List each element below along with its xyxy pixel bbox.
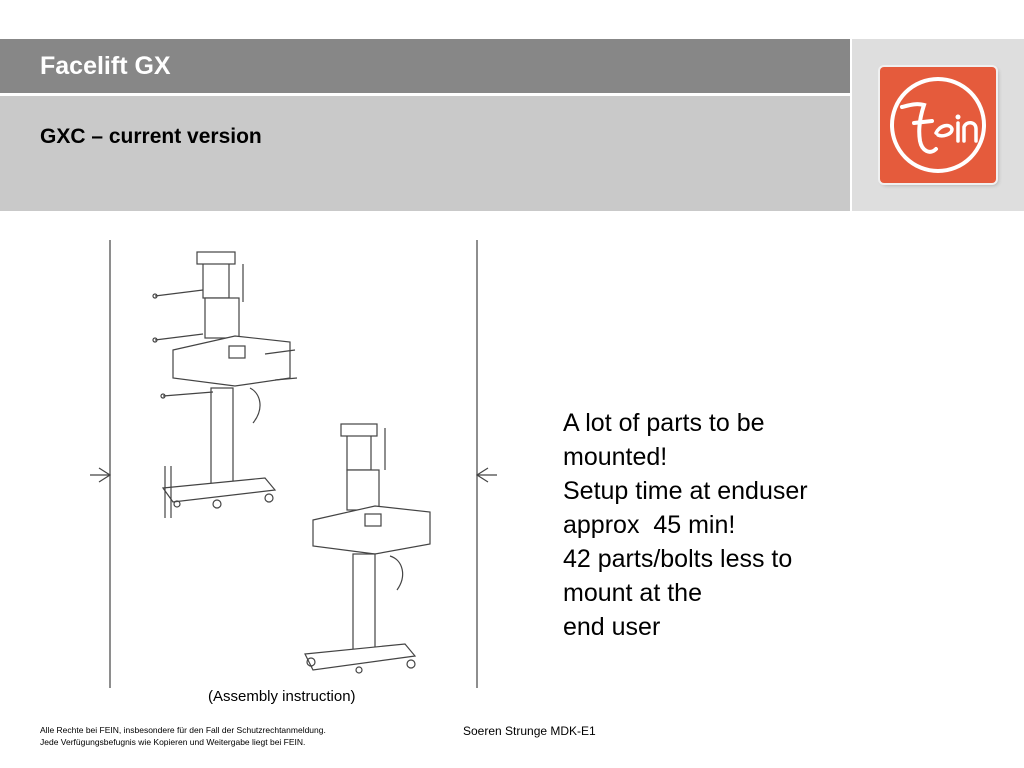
footer-legal: Alle Rechte bei FEIN, insbesondere für d… <box>40 724 326 748</box>
body-line: mounted! <box>563 443 668 471</box>
footer-author: Soeren Strunge MDK-E1 <box>463 724 596 738</box>
footer-legal-line: Jede Verfügungsbefugnis wie Kopieren und… <box>40 737 306 747</box>
body-text: A lot of parts to be mounted! Setup time… <box>563 406 863 644</box>
slide-title: Facelift GX <box>40 52 171 80</box>
body-line: Setup time at enduser <box>563 477 808 505</box>
fein-logo <box>880 67 996 183</box>
body-line: 42 parts/bolts less to <box>563 545 793 573</box>
title-bar <box>0 39 850 93</box>
figure-caption: (Assembly instruction) <box>208 688 356 705</box>
footer-legal-line: Alle Rechte bei FEIN, insbesondere für d… <box>40 725 326 735</box>
body-line: approx 45 min! <box>563 511 736 539</box>
fein-logo-icon <box>890 77 986 173</box>
body-line: end user <box>563 613 661 641</box>
body-line: mount at the <box>563 579 702 607</box>
assembly-drawing-icon <box>90 240 497 688</box>
body-line: A lot of parts to be <box>563 409 765 437</box>
slide-subtitle: GXC – current version <box>40 125 262 148</box>
logo-divider <box>850 39 852 211</box>
subtitle-bar <box>0 96 850 211</box>
header-divider <box>0 93 850 96</box>
